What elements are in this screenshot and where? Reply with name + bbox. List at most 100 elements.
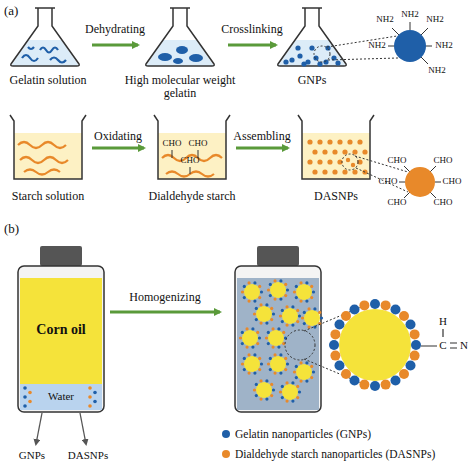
particle-dot xyxy=(247,353,250,356)
particle-dot xyxy=(327,159,332,164)
particle-dot xyxy=(335,60,340,65)
particle-dot xyxy=(317,159,322,164)
particle-dot xyxy=(23,386,27,390)
particle-dot xyxy=(362,149,367,154)
particle-dot xyxy=(23,395,27,399)
particle-dot xyxy=(307,325,310,328)
illustration-part xyxy=(158,53,172,61)
particle-dot xyxy=(269,357,272,360)
particle-dot xyxy=(253,353,256,356)
illustration-part xyxy=(314,46,330,62)
particle-dot xyxy=(259,379,262,382)
particle-dot xyxy=(269,368,272,371)
particle-dot xyxy=(267,342,270,345)
particle-dot xyxy=(279,279,282,282)
particle-dot xyxy=(293,370,296,373)
particle-dot xyxy=(317,139,322,144)
particle-dot xyxy=(307,139,312,144)
illustration-part xyxy=(20,157,68,163)
particle-dot xyxy=(310,296,313,299)
particle-dot xyxy=(286,288,289,291)
particle-dot xyxy=(305,379,308,382)
particle-dot xyxy=(301,61,306,66)
caption: Gelatin solution xyxy=(10,74,87,87)
particle-dot xyxy=(241,331,244,334)
particle-dot xyxy=(271,345,274,348)
particle-dot xyxy=(265,303,268,306)
component-label: DASNPs xyxy=(68,450,108,462)
particle-dot xyxy=(23,404,27,408)
imine-bonds xyxy=(421,329,457,348)
particle-dot xyxy=(281,385,284,388)
flask xyxy=(11,8,80,66)
particle-dot xyxy=(253,371,256,374)
particle-dot xyxy=(256,342,259,345)
particle-dot xyxy=(295,45,300,50)
particle-dot xyxy=(410,329,420,339)
particle-dot xyxy=(350,304,360,314)
particle-dot xyxy=(93,391,97,395)
particle-dot xyxy=(410,351,420,361)
functional-group: NH2 xyxy=(435,41,453,50)
gelatin-aggregates xyxy=(158,46,203,64)
legend-row: Gelatin nanoparticles (GNPs) xyxy=(222,428,371,440)
particle-dot xyxy=(299,299,302,302)
particle-dot xyxy=(304,310,320,326)
step-label: Oxidating xyxy=(94,130,142,143)
particle-dot xyxy=(370,381,380,391)
particle-dot xyxy=(265,397,268,400)
particle-dot xyxy=(305,361,308,364)
particle-dot xyxy=(243,357,246,360)
gelatin-nanoparticles xyxy=(283,45,340,66)
particle-dot xyxy=(346,158,350,162)
particle-dot xyxy=(298,314,301,317)
particle-dot xyxy=(285,323,288,326)
flask xyxy=(278,8,347,66)
particle-dot xyxy=(247,299,250,302)
particle-dot xyxy=(241,342,244,345)
functional-group: CHO xyxy=(433,156,452,165)
oil-droplet xyxy=(339,309,411,381)
particle-dot xyxy=(258,336,261,339)
particle-dot xyxy=(267,331,270,334)
particle-dot xyxy=(281,309,284,312)
particle-dot xyxy=(279,371,282,374)
particle-dot xyxy=(277,345,280,348)
particle-dot xyxy=(270,383,273,386)
particle-dot xyxy=(322,149,327,154)
illustration-part xyxy=(189,54,203,62)
legend-swatch xyxy=(222,450,230,458)
particle-dot xyxy=(245,345,248,348)
particle-dot xyxy=(411,340,421,350)
functional-group: CHO xyxy=(433,198,452,207)
particle-dot xyxy=(270,307,273,310)
particle-dot xyxy=(256,382,272,398)
particle-dot xyxy=(381,300,391,310)
illustration-part xyxy=(22,55,38,61)
illustration-part xyxy=(228,44,276,47)
step-label: Assembling xyxy=(233,130,290,143)
phase-label: Corn oil xyxy=(36,323,85,338)
particle-dot xyxy=(357,139,362,144)
particle-dot xyxy=(247,281,250,284)
particle-dot xyxy=(330,351,340,361)
particle-dot xyxy=(327,139,332,144)
illustration-part xyxy=(421,329,457,348)
illustration-part xyxy=(388,22,432,64)
flask xyxy=(146,8,215,66)
particle-dot xyxy=(93,400,97,404)
panel-label: (a) xyxy=(4,4,18,18)
particle-dot xyxy=(245,327,248,330)
step-label: Dehydrating xyxy=(85,23,145,36)
illustration-part xyxy=(173,58,183,64)
particle-dot xyxy=(255,394,258,397)
particle-dot xyxy=(347,139,352,144)
illustration-part xyxy=(36,413,42,444)
starch-nanoparticle xyxy=(405,167,435,197)
legend-text: Dialdehyde starch nanoparticles (DASNPs) xyxy=(235,448,435,460)
particle-dot xyxy=(282,384,298,400)
particle-dot xyxy=(334,361,344,371)
particle-dot xyxy=(285,399,288,402)
particle-dot xyxy=(309,45,314,50)
